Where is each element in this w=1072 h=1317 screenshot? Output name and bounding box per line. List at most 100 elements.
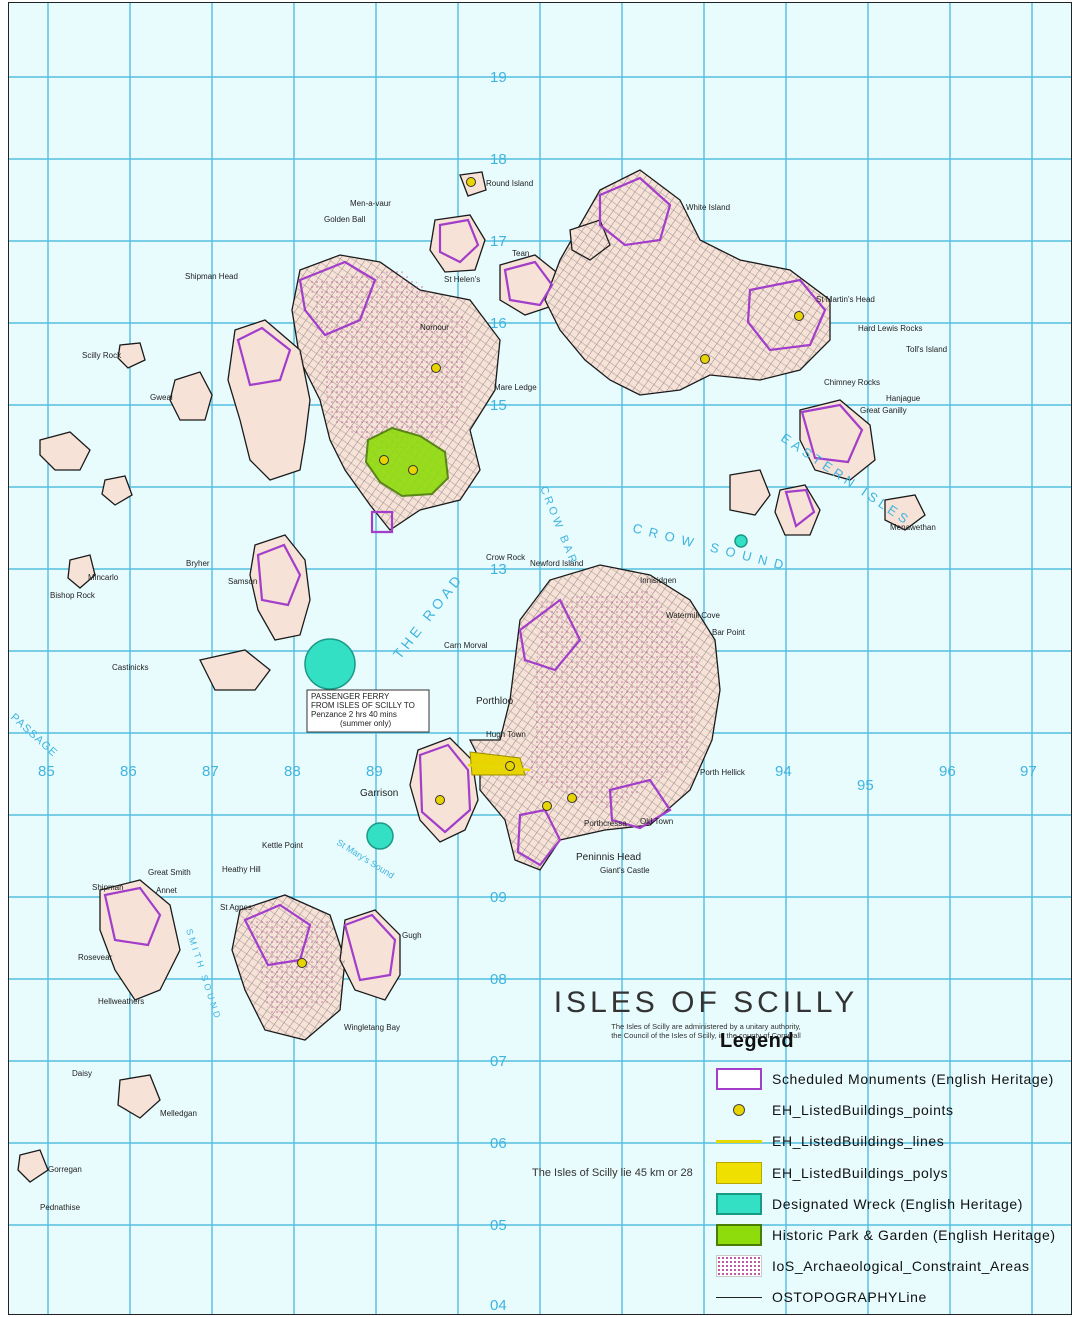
ferry-note-line2: FROM ISLES OF SCILLY TO	[311, 701, 415, 710]
listed-buildings-points	[297, 177, 804, 968]
legend-item-listed-points[interactable]: EH_ListedBuildings_points	[716, 1097, 1072, 1123]
legend-label: EH_ListedBuildings_points	[772, 1102, 954, 1118]
listed-line-swatch	[716, 1130, 762, 1152]
svg-text:Porthcressa: Porthcressa	[584, 819, 627, 828]
svg-text:09: 09	[490, 889, 507, 906]
svg-text:Gweal: Gweal	[150, 393, 173, 402]
svg-text:Kettle Point: Kettle Point	[262, 841, 304, 850]
svg-text:Scilly Rock: Scilly Rock	[82, 351, 122, 360]
svg-text:Garrison: Garrison	[360, 788, 398, 799]
svg-text:19: 19	[490, 69, 507, 86]
svg-text:07: 07	[490, 1053, 507, 1070]
svg-text:06: 06	[490, 1135, 507, 1152]
svg-text:Mincarlo: Mincarlo	[88, 573, 119, 582]
svg-text:Pednathise: Pednathise	[40, 1203, 81, 1212]
island-rosevear	[117, 1074, 161, 1119]
legend-label: OSTOPOGRAPHYLine	[772, 1289, 927, 1305]
place-labels: Shipman Head Scilly Rock Golden Ball Men…	[40, 179, 947, 1212]
svg-text:Mare Ledge: Mare Ledge	[494, 383, 537, 392]
legend-title: Legend	[720, 1030, 795, 1052]
legend-item-topography-line[interactable]: OSTOPOGRAPHYLine	[716, 1284, 1072, 1310]
island-mincarlo	[67, 554, 96, 589]
legend-item-designated-wreck[interactable]: Designated Wreck (English Heritage)	[716, 1191, 1072, 1217]
island-bishop-rock	[17, 1149, 49, 1183]
svg-text:87: 87	[202, 763, 219, 780]
svg-text:Annet: Annet	[156, 886, 178, 895]
svg-text:89: 89	[366, 763, 383, 780]
listed-point-swatch	[716, 1099, 762, 1121]
svg-text:Menawethan: Menawethan	[890, 523, 936, 532]
svg-text:Newford Island: Newford Island	[530, 559, 583, 568]
svg-text:Shipman: Shipman	[92, 883, 124, 892]
svg-text:18: 18	[490, 151, 507, 168]
svg-text:Watermill Cove: Watermill Cove	[666, 611, 720, 620]
legend-item-archaeological-areas[interactable]: IoS_Archaeological_Constraint_Areas	[716, 1253, 1072, 1279]
distance-note: The Isles of Scilly lie 45 km or 28	[532, 1167, 693, 1179]
svg-text:15: 15	[490, 397, 507, 414]
island-bryher	[227, 319, 311, 481]
ferry-note: PASSENGER FERRY FROM ISLES OF SCILLY TO …	[306, 689, 430, 733]
legend-label: IoS_Archaeological_Constraint_Areas	[772, 1258, 1030, 1274]
svg-text:Hard Lewis Rocks: Hard Lewis Rocks	[858, 324, 922, 333]
map-subtitle-1: The Isles of Scilly are administered by …	[611, 1022, 801, 1031]
svg-text:Porth Hellick: Porth Hellick	[700, 768, 746, 777]
topography-swatch	[716, 1286, 762, 1308]
svg-text:Toll's Island: Toll's Island	[906, 345, 947, 354]
svg-text:Crow Rock: Crow Rock	[486, 553, 526, 562]
svg-text:88: 88	[284, 763, 301, 780]
svg-text:Old Town: Old Town	[640, 817, 673, 826]
svg-text:96: 96	[939, 763, 956, 780]
svg-text:13: 13	[490, 561, 507, 578]
map-subtitle-2: the Council of the Isles of Scilly, in t…	[611, 1031, 801, 1040]
svg-text:Heathy Hill: Heathy Hill	[222, 865, 261, 874]
svg-text:17: 17	[490, 233, 507, 250]
island-west-rocks	[39, 431, 91, 471]
svg-text:05: 05	[490, 1217, 507, 1234]
svg-text:08: 08	[490, 971, 507, 988]
svg-text:Daisy: Daisy	[72, 1069, 92, 1078]
svg-text:Innisidgen: Innisidgen	[640, 576, 676, 585]
svg-text:04: 04	[490, 1297, 507, 1314]
island-scilly-rock	[117, 342, 146, 369]
svg-text:Great Ganilly: Great Ganilly	[860, 406, 907, 415]
legend-item-scheduled-monuments[interactable]: Scheduled Monuments (English Heritage)	[716, 1066, 1072, 1092]
svg-text:Nornour: Nornour	[420, 323, 449, 332]
map-title: ISLES OF SCILLY	[554, 986, 859, 1019]
svg-text:Melledgan: Melledgan	[160, 1109, 197, 1118]
northing-labels: 19 18 17 16 15 13 09 08 07 06 05 04	[490, 69, 507, 1314]
svg-text:Gorregan: Gorregan	[48, 1165, 82, 1174]
legend-label: EH_ListedBuildings_polys	[772, 1165, 949, 1181]
island-gweal	[169, 371, 213, 421]
svg-text:Bar Point: Bar Point	[712, 628, 746, 637]
listed-buildings-lines	[467, 763, 531, 772]
svg-text:Peninnis Head: Peninnis Head	[576, 852, 641, 863]
svg-text:Castinicks: Castinicks	[112, 663, 148, 672]
svg-text:Tean: Tean	[512, 249, 529, 258]
legend-label: EH_ListedBuildings_lines	[772, 1133, 945, 1149]
svg-text:Hugh Town: Hugh Town	[486, 730, 526, 739]
legend-item-historic-park[interactable]: Historic Park & Garden (English Heritage…	[716, 1222, 1072, 1248]
svg-text:16: 16	[490, 315, 507, 332]
legend: Legend Scheduled Monuments (English Heri…	[716, 1030, 1072, 1317]
svg-text:86: 86	[120, 763, 137, 780]
svg-text:White Island: White Island	[686, 203, 730, 212]
svg-text:95: 95	[857, 777, 874, 794]
legend-item-listed-lines[interactable]: EH_ListedBuildings_lines	[716, 1128, 1072, 1154]
ferry-note-line3: Penzance 2 hrs 40 mins	[311, 710, 397, 719]
svg-text:Hanjague: Hanjague	[886, 394, 921, 403]
svg-text:Gugh: Gugh	[402, 931, 422, 940]
island-samson	[249, 534, 311, 641]
historic-park-tresco-abbey	[364, 426, 450, 498]
svg-text:St Martin's Head: St Martin's Head	[816, 295, 875, 304]
legend-label: Historic Park & Garden (English Heritage…	[772, 1227, 1056, 1243]
island-eastern-isles-1	[799, 399, 876, 481]
large-place-labels: Porthloo Garrison	[360, 696, 514, 799]
legend-item-listed-polys[interactable]: EH_ListedBuildings_polys	[716, 1160, 1072, 1186]
scheduled-monuments	[103, 176, 864, 982]
svg-text:Bishop Rock: Bishop Rock	[50, 591, 96, 600]
svg-text:Great Smith: Great Smith	[148, 868, 191, 877]
archaeological-constraint-areas	[250, 270, 700, 1020]
designated-wrecks	[304, 534, 748, 850]
svg-text:Hellweathers: Hellweathers	[98, 997, 144, 1006]
